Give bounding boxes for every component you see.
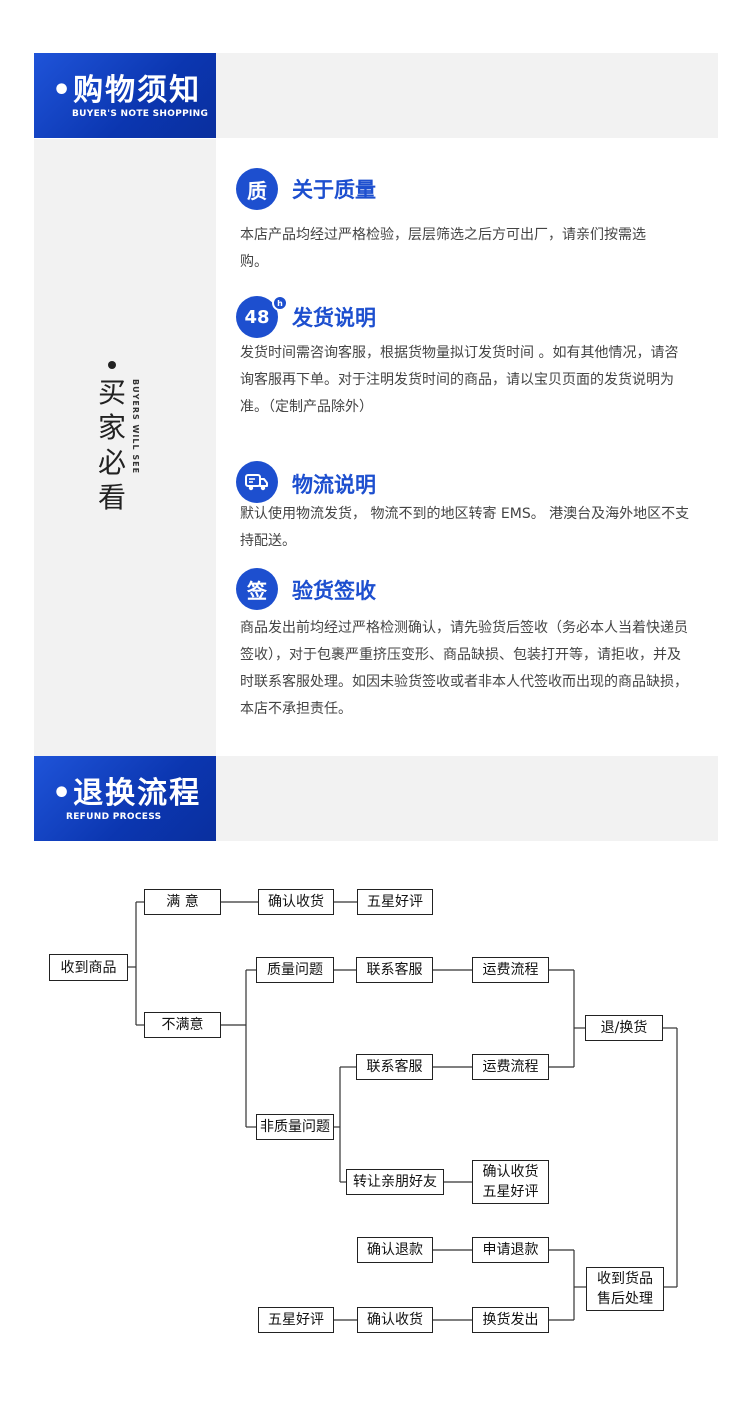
quality-icon: 质 [236,168,278,210]
buyers-panel: 买家必看 BUYERS WILL SEE [34,139,216,756]
flow-transfer-friends: 转让亲朋好友 [346,1169,444,1195]
notice-body-inspection: 商品发出前均经过严格检测确认，请先验货后签收（务必本人当着快递员签收），对于包裹… [240,620,688,717]
shopping-notice-banner: •购物须知 BUYER'S NOTE SHOPPING [34,53,718,138]
buyers-title-cn: 买家必看 [97,376,126,514]
notice-body-quality: 本店产品均经过严格检验，层层筛选之后方可出厂，请亲们按需选购。 [240,227,646,270]
delivery-truck-icon [236,461,278,503]
flow-five-star-1: 五星好评 [357,889,433,915]
refund-process-subtitle: REFUND PROCESS [66,812,162,822]
truck-glyph [245,474,268,491]
refund-process-banner: •退换流程 REFUND PROCESS [34,756,718,841]
sign-icon: 签 [236,568,278,610]
flow-after-sale-line2: 售后处理 [597,1291,653,1307]
refund-process-title: •退换流程 [52,776,202,811]
flow-confirm-receipt-2: 确认收货 [357,1307,433,1333]
shopping-notice-tag: •购物须知 BUYER'S NOTE SHOPPING [34,53,216,138]
notice-heading-inspection: 验货签收 [292,579,376,603]
flow-confirm-five-star-line2: 五星好评 [482,1184,539,1200]
flow-satisfied: 满 意 [144,889,221,915]
flow-exchange-shipped: 换货发出 [472,1307,549,1333]
flow-confirm-refund: 确认退款 [357,1237,433,1263]
hour-badge: h [272,295,288,311]
flow-contact-service-2: 联系客服 [356,1054,433,1080]
refund-process-tag: •退换流程 REFUND PROCESS [34,756,216,841]
notice-heading-quality: 关于质量 [292,178,376,202]
flow-after-sale-line1: 收到货品 [597,1271,653,1287]
flow-after-sale: 收到货品 售后处理 [586,1267,664,1311]
buyers-title-en: BUYERS WILL SEE [131,379,140,475]
flow-confirm-receipt-1: 确认收货 [258,889,334,915]
48h-clock-icon: 48 [236,296,278,338]
flow-confirm-five-star-line1: 确认收货 [482,1164,539,1180]
flow-received-goods: 收到商品 [49,954,128,981]
flow-quality-issue: 质量问题 [256,957,334,983]
flow-five-star-2: 五星好评 [258,1307,334,1333]
flow-unsatisfied: 不满意 [144,1012,221,1038]
flow-non-quality-issue: 非质量问题 [256,1114,334,1140]
flow-apply-refund: 申请退款 [472,1237,549,1263]
shopping-notice-title: •购物须知 [52,73,202,108]
flow-contact-service-1: 联系客服 [356,957,433,983]
buyers-dot [108,361,116,369]
notice-body-logistics: 默认使用物流发货， 物流不到的地区转寄 EMS。 港澳台及海外地区不支持配送。 [240,506,690,549]
flow-confirm-five-star: 确认收货 五星好评 [472,1160,549,1204]
notice-body-shipping: 发货时间需咨询客服，根据货物量拟订发货时间 。如有其他情况，请咨询客服再下单。对… [240,345,679,415]
notice-heading-shipping: 发货说明 [292,306,376,330]
flow-shipping-process-2: 运费流程 [472,1054,549,1080]
flow-return-exchange: 退/换货 [585,1015,663,1041]
shopping-notice-subtitle: BUYER'S NOTE SHOPPING [72,109,209,119]
flow-shipping-process-1: 运费流程 [472,957,549,983]
notice-heading-logistics: 物流说明 [292,473,376,497]
